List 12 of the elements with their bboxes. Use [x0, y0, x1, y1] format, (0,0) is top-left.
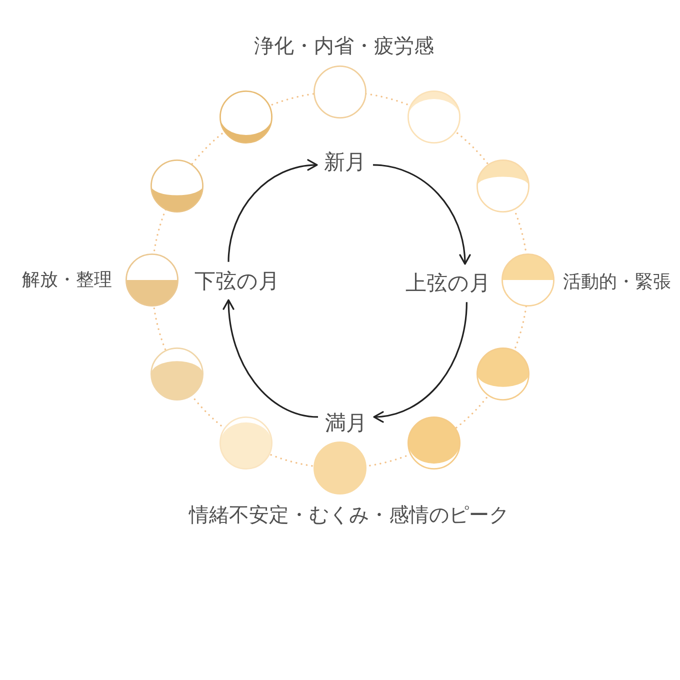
phase-label: 下弦の月	[194, 268, 280, 294]
phase-label: 新月	[324, 150, 366, 174]
phase-description: 浄化・内省・疲労感	[254, 34, 434, 58]
phase-description: 情緒不安定・むくみ・感情のピーク	[189, 504, 509, 526]
phase-description: 活動的・緊張	[563, 272, 671, 294]
curved-arrow	[372, 164, 470, 265]
curved-arrow	[228, 160, 318, 262]
phase-description: 解放・整理	[22, 270, 112, 292]
phase-label: 満月	[325, 410, 367, 436]
curved-arrow	[373, 302, 468, 422]
curved-arrow	[223, 299, 318, 418]
phase-label: 上弦の月	[406, 270, 490, 296]
